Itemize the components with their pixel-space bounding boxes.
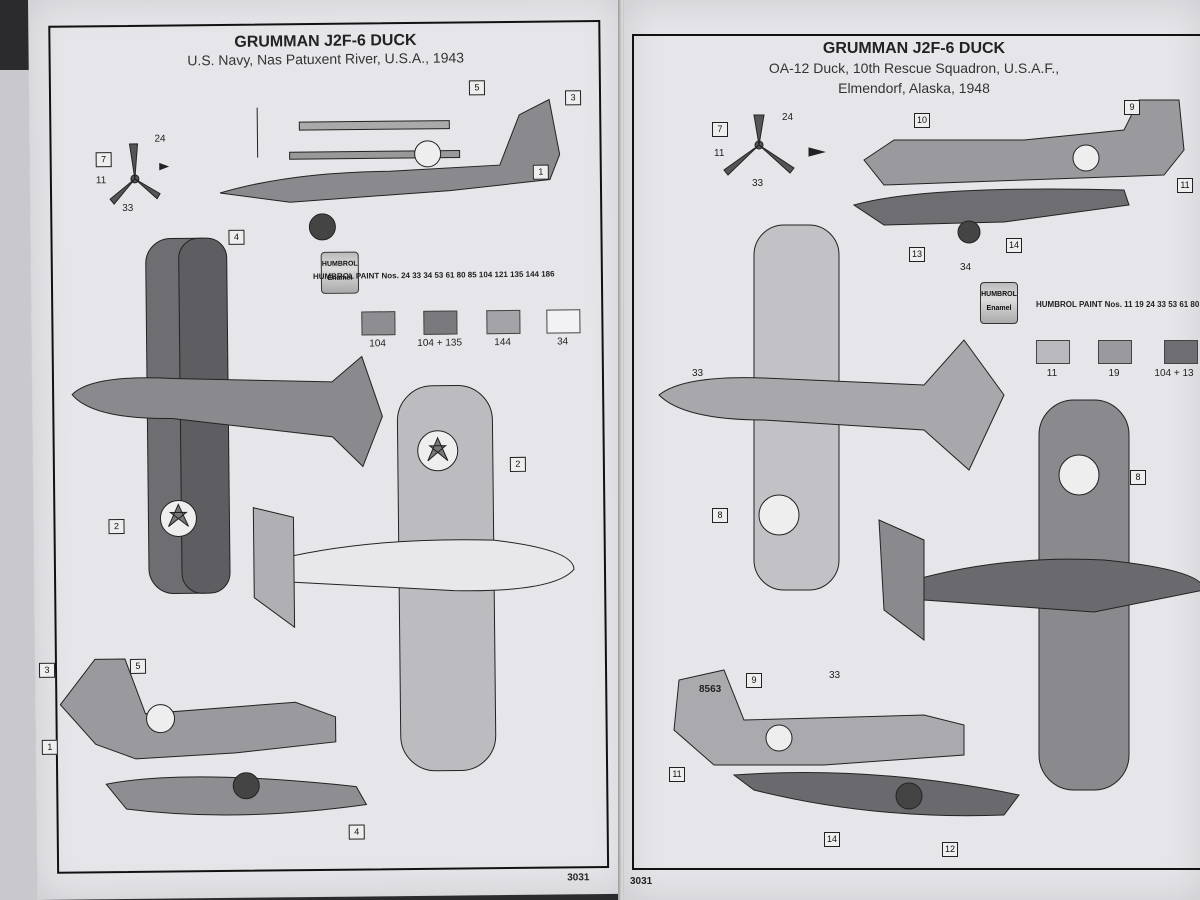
prop-number-33: 33 [122, 202, 134, 215]
callout-1-lower: 1 [41, 739, 58, 755]
right-propeller-diagram [723, 114, 826, 176]
callout-13: 13 [909, 247, 925, 262]
callout-2-top: 2 [108, 519, 125, 535]
right-subtitle-line2: Elmendorf, Alaska, 1948 [838, 80, 990, 96]
page-fold [618, 0, 626, 900]
swatch-19 [1098, 340, 1132, 364]
extra-number-33-bottom: 33 [829, 670, 841, 681]
left-instruction-page: GRUMMAN J2F-6 DUCK U.S. Navy, Nas Patuxe… [28, 0, 632, 900]
swatch-label: 144 [494, 336, 512, 349]
right-instruction-page: GRUMMAN J2F-6 DUCK OA-12 Duck, 10th Resc… [624, 0, 1200, 900]
left-side-view-bottom [59, 658, 368, 816]
left-page-number: 3031 [567, 872, 590, 884]
swatch-label: 34 [556, 336, 569, 348]
right-paint-label: HUMBROL PAINT Nos. 11 19 24 33 53 61 80 … [1036, 300, 1200, 309]
callout-9-lower: 9 [746, 673, 762, 688]
swatch-34 [546, 309, 581, 334]
swatch-label: 104 + 13 [1154, 368, 1194, 379]
right-subtitle-line1: OA-12 Duck, 10th Rescue Squadron, U.S.A.… [768, 60, 1060, 76]
callout-3-lower: 3 [38, 662, 56, 678]
swatch-11 [1036, 340, 1070, 364]
callout-5: 5 [468, 80, 486, 96]
right-bottom-view [878, 399, 1200, 791]
callout-4-lower: 4 [348, 824, 365, 840]
callout-7: 7 [712, 122, 728, 137]
callout-5-lower: 5 [129, 658, 147, 674]
callout-3: 3 [564, 90, 582, 106]
callout-14: 14 [1006, 238, 1022, 253]
swatch-label: 19 [1108, 368, 1120, 379]
callout-11: 11 [1177, 178, 1193, 193]
callout-14-lower: 14 [824, 832, 840, 847]
humbrol-tin-right: HUMBROL Enamel [980, 282, 1018, 324]
tail-code: 8563 [699, 684, 722, 695]
right-title: GRUMMAN J2F-6 DUCK [822, 40, 1006, 57]
prop-number-33: 33 [752, 178, 764, 189]
swatch-104 [361, 311, 396, 336]
swatch-104-13 [1164, 340, 1198, 364]
callout-1: 1 [532, 164, 549, 180]
swatch-label: 11 [1046, 368, 1058, 379]
right-side-view-top [852, 99, 1185, 244]
swatch-label: 104 + 135 [417, 337, 463, 349]
prop-number-24: 24 [782, 112, 794, 123]
callout-11-lower: 11 [669, 767, 685, 782]
left-propeller-diagram [109, 143, 170, 205]
right-page-number: 3031 [630, 876, 653, 887]
right-top-view [658, 224, 1005, 591]
right-side-view-bottom [673, 669, 1020, 817]
callout-2-bottom: 2 [509, 456, 526, 472]
swatch-104-135 [423, 310, 458, 335]
callout-12: 12 [942, 842, 958, 857]
left-top-view [71, 237, 383, 595]
swatch-label: 104 [369, 338, 387, 350]
prop-number-24: 24 [154, 133, 166, 145]
callout-9: 9 [1124, 100, 1140, 115]
left-aircraft-drawings [59, 98, 575, 816]
callout-8-top: 8 [712, 508, 728, 523]
callout-7: 7 [95, 152, 112, 168]
extra-number-34: 34 [960, 262, 972, 273]
callout-10: 10 [914, 113, 930, 128]
right-frame [632, 34, 1200, 870]
left-side-view-top [219, 98, 561, 241]
callout-8-bottom: 8 [1130, 470, 1146, 485]
extra-number-33-top: 33 [692, 368, 704, 379]
callout-4: 4 [228, 229, 245, 245]
prop-number-11: 11 [95, 175, 107, 187]
prop-number-11: 11 [714, 148, 725, 159]
right-aircraft-drawings [658, 99, 1200, 817]
swatch-144 [486, 309, 521, 335]
left-bottom-view [252, 385, 575, 772]
